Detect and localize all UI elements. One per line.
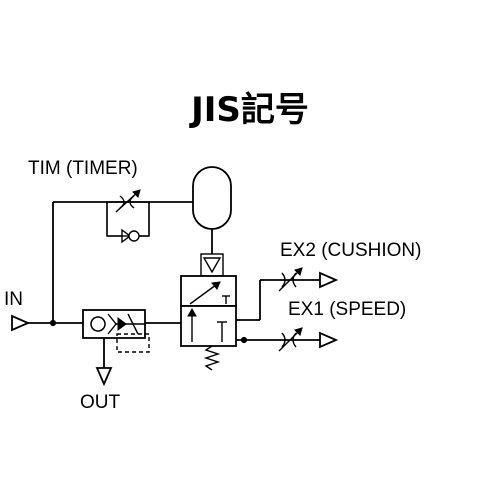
check-seat: [121, 228, 132, 244]
shuttle-ball: [90, 316, 106, 332]
shuttle-pilot-dashed: [116, 333, 150, 353]
label-in: IN: [4, 289, 23, 310]
label-ex2: EX2 (CUSHION): [280, 240, 421, 261]
ex1-port-triangle: [319, 331, 339, 349]
label-ex1: EX1 (SPEED): [288, 299, 406, 320]
ex2-port-triangle: [319, 271, 339, 289]
valve-lower-box: [180, 305, 237, 347]
label-tim: TIM (TIMER): [28, 158, 138, 179]
shuttle-arrow: [117, 317, 127, 331]
ex1-junction-dot: [240, 336, 248, 344]
out-port-triangle: [95, 367, 113, 387]
in-port-triangle: [11, 314, 31, 332]
ex1-arrow-head: [294, 327, 303, 336]
throttle-arrow-head: [132, 189, 141, 198]
throttle-check-box: [106, 201, 150, 237]
ex2-throttle-left: [281, 272, 286, 288]
check-ball: [128, 230, 140, 242]
label-out: OUT: [80, 392, 121, 413]
shuttle-diagonal: [127, 313, 139, 335]
ex2-arrow-head: [294, 267, 303, 276]
diagram-title: JIS記号: [189, 90, 309, 130]
valve-lower-arrow: [187, 307, 197, 317]
air-tank: [192, 166, 232, 230]
return-spring: [203, 345, 221, 371]
ex1-throttle-left: [281, 332, 286, 348]
valve-upper-arrow: [211, 281, 221, 290]
pilot-triangle: [202, 257, 222, 274]
